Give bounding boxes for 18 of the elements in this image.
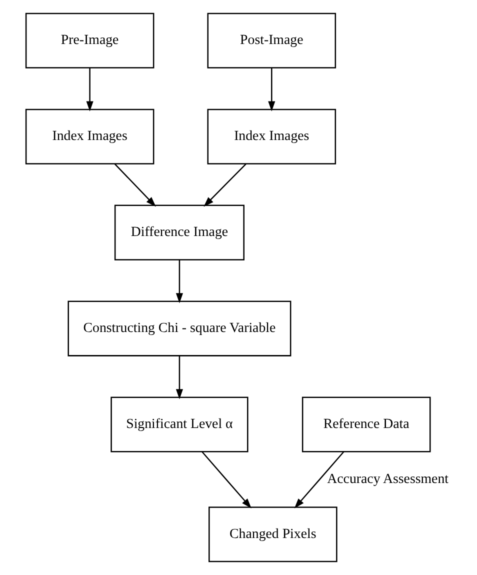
arrow — [294, 451, 344, 508]
edge-label: Accuracy Assessment — [327, 472, 448, 487]
node-box: Index Images — [25, 108, 154, 164]
arrow — [204, 163, 246, 207]
node-box: Pre-Image — [25, 12, 154, 68]
node-box: Difference Image — [114, 204, 244, 260]
node-box: Post-Image — [207, 12, 336, 68]
arrow — [86, 68, 94, 112]
node-box: Index Images — [207, 108, 336, 164]
node-box: Reference Data — [302, 396, 431, 452]
arrow — [114, 163, 156, 207]
arrow — [268, 68, 276, 112]
node-box: Changed Pixels — [208, 506, 338, 562]
node-box: Significant Level α — [110, 396, 248, 452]
node-box: Constructing Chi - square Variable — [68, 300, 292, 356]
arrow — [176, 356, 184, 400]
arrow — [202, 451, 252, 508]
arrow — [176, 260, 184, 304]
